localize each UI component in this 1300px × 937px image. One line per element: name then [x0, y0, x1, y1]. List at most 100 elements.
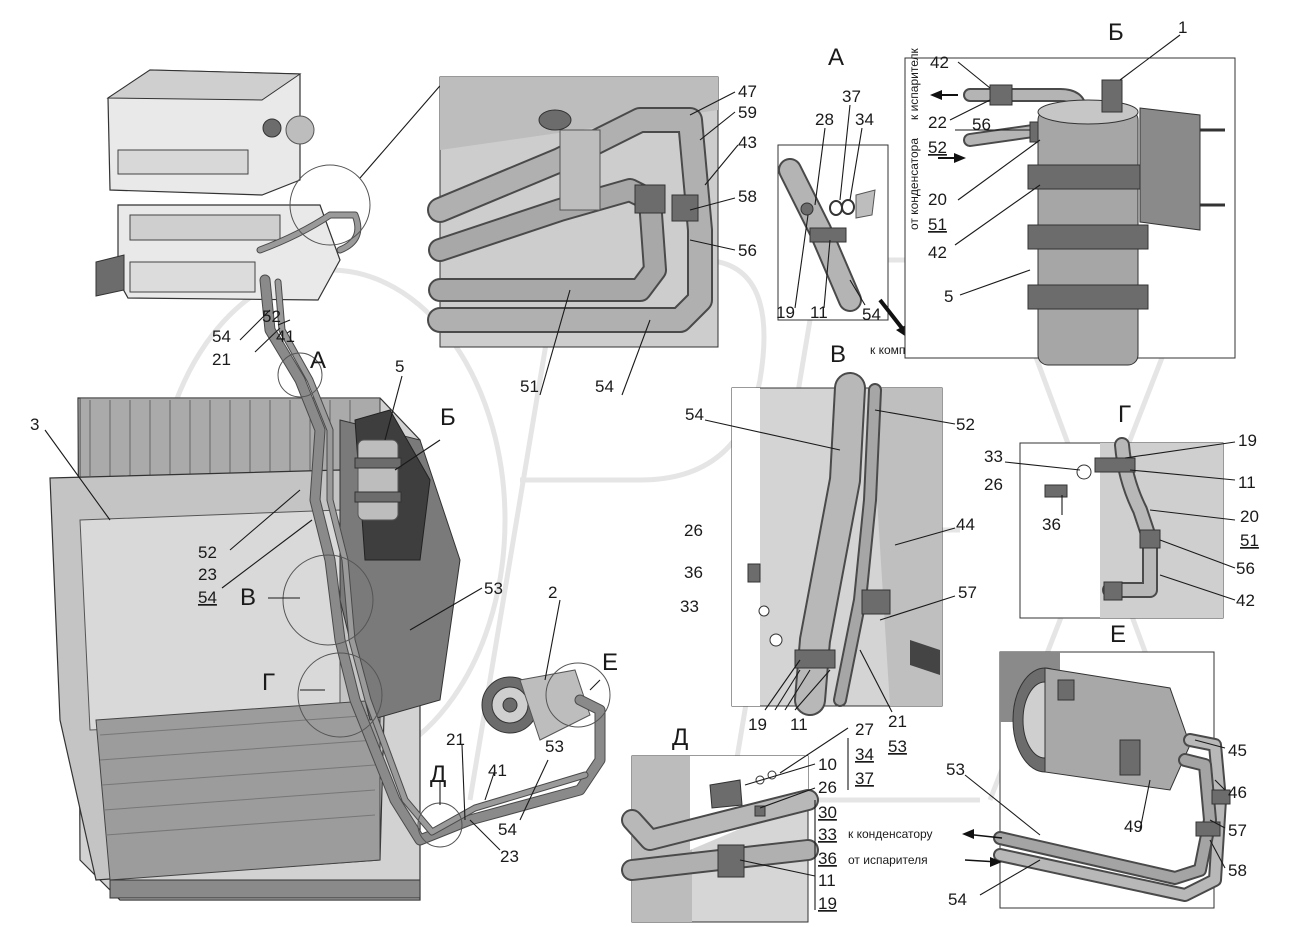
refrigerant-lines [259, 274, 606, 846]
label-33: 33 [818, 825, 837, 844]
detail-V [731, 372, 943, 716]
label-54: 54 [595, 377, 614, 396]
label-53: 53 [946, 760, 965, 779]
detail-D-leaders [739, 727, 849, 910]
label-52: 52 [262, 307, 281, 326]
label-56: 56 [1236, 559, 1255, 578]
label-view-G-title: Г [1118, 401, 1131, 428]
label-5: 5 [395, 357, 404, 376]
label-56: 56 [972, 115, 991, 134]
label-22: 22 [928, 113, 947, 132]
detail-leader-top [359, 79, 446, 179]
label-view-B-title: Б [1108, 19, 1124, 46]
label-20: 20 [928, 190, 947, 209]
label-52: 52 [956, 415, 975, 434]
label-42b: 42 [928, 243, 947, 262]
label-view-V-title: В [830, 341, 846, 368]
label-26: 26 [984, 475, 1003, 494]
view-circle-V [282, 554, 374, 646]
label-view-D-title: Д [672, 724, 688, 751]
label-54: 54 [948, 890, 967, 909]
label-53: 53 [888, 737, 907, 756]
label-34: 34 [855, 110, 874, 129]
label-34: 34 [855, 745, 874, 764]
arrow-to-condenser: к конденсатору [848, 827, 933, 841]
detail-G-labels: Г 19 33 11 26 36 20 51 56 42 [984, 401, 1259, 610]
label-36: 36 [1042, 515, 1061, 534]
detail-top [427, 76, 719, 348]
label-37: 37 [855, 769, 874, 788]
label-53: 53 [484, 579, 503, 598]
label-54b: 54 [198, 588, 217, 607]
label-view-B: Б [440, 404, 456, 431]
label-view-V: В [240, 584, 256, 611]
label-51: 51 [520, 377, 539, 396]
detail-V-labels: В 54 52 44 26 36 33 57 19 11 21 53 [680, 341, 977, 756]
arrow-to-evaporator: к испарителк [907, 48, 921, 120]
detail-top-leaders [539, 91, 739, 396]
label-21: 21 [888, 712, 907, 731]
label-57: 57 [1228, 821, 1247, 840]
compressor [481, 669, 591, 741]
label-49: 49 [1124, 817, 1143, 836]
detail-E [962, 651, 1231, 909]
label-21: 21 [212, 350, 231, 369]
label-52b: 52 [198, 543, 217, 562]
label-28: 28 [815, 110, 834, 129]
detail-B-labels: Б 1 42 22 56 52 20 51 42 5 от конденсато… [907, 18, 1187, 306]
label-view-G: Г [262, 669, 275, 696]
label-58: 58 [1228, 861, 1247, 880]
view-circle-E [545, 662, 611, 728]
label-3: 3 [30, 415, 39, 434]
label-58: 58 [738, 187, 757, 206]
label-10: 10 [818, 755, 837, 774]
label-41b: 41 [488, 761, 507, 780]
label-30: 30 [818, 803, 837, 822]
label-47: 47 [738, 82, 757, 101]
label-11: 11 [810, 303, 828, 322]
label-54c: 54 [498, 820, 517, 839]
label-11: 11 [818, 871, 836, 890]
label-view-A: А [310, 347, 326, 374]
label-54: 54 [685, 405, 704, 424]
label-2: 2 [548, 583, 557, 602]
label-33: 33 [680, 597, 699, 616]
detail-top-labels: 47 59 43 58 56 51 54 [520, 82, 757, 396]
label-41: 41 [276, 327, 295, 346]
detail-A [777, 144, 911, 340]
label-view-A-title: А [828, 44, 844, 71]
label-52: 52 [928, 138, 947, 157]
main-leaders [44, 309, 601, 851]
label-53b: 53 [545, 737, 564, 756]
label-45: 45 [1228, 741, 1247, 760]
label-36: 36 [684, 563, 703, 582]
detail-B [904, 57, 1236, 366]
detail-circle-top [289, 164, 371, 246]
label-42: 42 [1236, 591, 1255, 610]
view-circle-A [277, 352, 323, 398]
label-5: 5 [944, 287, 953, 306]
label-56: 56 [738, 241, 757, 260]
detail-E-leaders [964, 739, 1226, 896]
label-57: 57 [958, 583, 977, 602]
label-51: 51 [1240, 531, 1259, 550]
label-43: 43 [738, 133, 757, 152]
label-36: 36 [818, 849, 837, 868]
detail-B-leaders [949, 34, 1181, 296]
label-33: 33 [984, 447, 1003, 466]
detail-V-leaders [704, 409, 956, 713]
main-labels: 3 5 52 41 54 21 А Б 52 23 54 В 53 2 Г Е … [30, 307, 618, 866]
label-44: 44 [956, 515, 975, 534]
detail-A-leaders [794, 104, 866, 309]
detail-G [1019, 437, 1224, 619]
label-21b: 21 [446, 730, 465, 749]
label-19: 19 [776, 303, 795, 322]
label-11: 11 [1238, 473, 1256, 492]
receiver-drier-small [354, 439, 402, 521]
label-51: 51 [928, 215, 947, 234]
label-23: 23 [198, 565, 217, 584]
evaporator-unit [95, 69, 362, 301]
view-circle-G [297, 652, 383, 738]
